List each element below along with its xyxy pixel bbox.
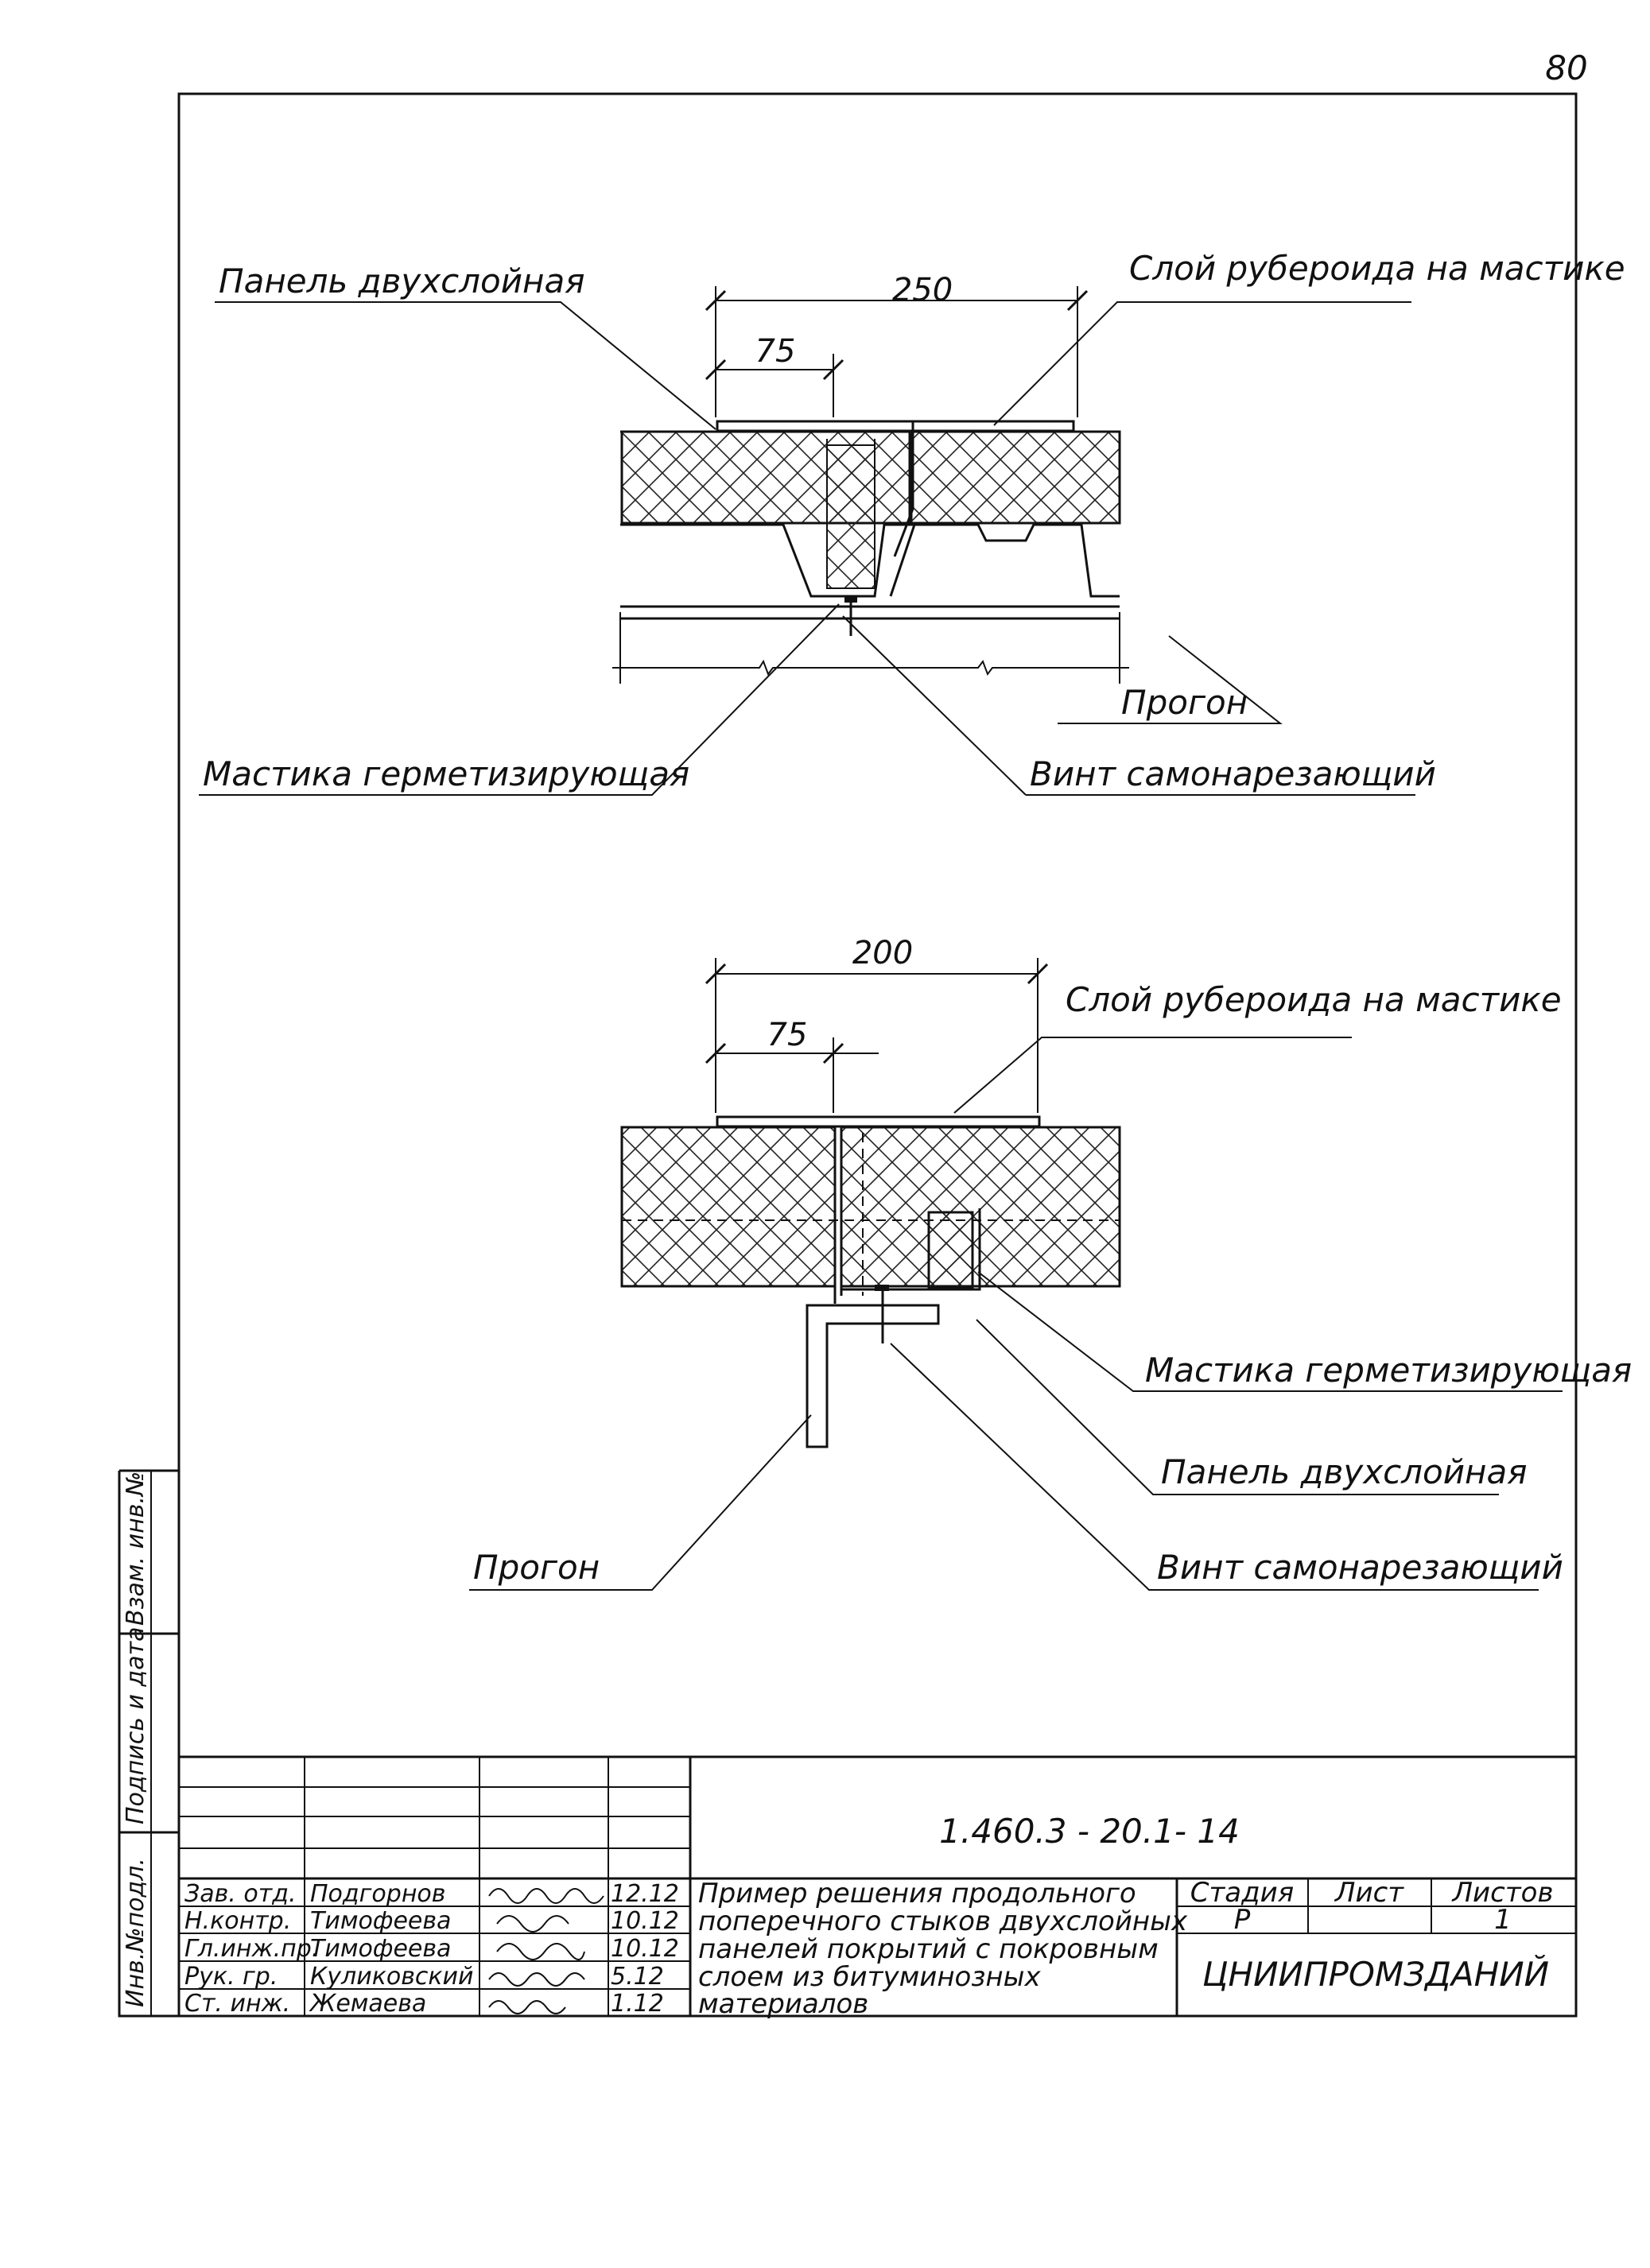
stamp-sign-date: Подпись и дата (122, 1627, 149, 1825)
date-5: 1.12 (611, 1990, 664, 2018)
label-panel-1: Панель двухслойная (219, 262, 584, 300)
dim-part-1: 75 (755, 333, 796, 370)
dim-part-2: 75 (767, 1017, 808, 1053)
doc-code: 1.460.3 - 20.1- 14 (939, 1812, 1240, 1851)
purlin-1 (620, 605, 1120, 620)
role-5: Ст. инж. (184, 1990, 290, 2018)
label-purlin-2: Прогон (473, 1548, 600, 1587)
role-3: Гл.инж.пр. (184, 1935, 319, 1963)
organization: ЦНИИПРОМЗДАНИЙ (1202, 1954, 1549, 1994)
purlin-2 (806, 1304, 940, 1448)
label-panel-2: Панель двухслойная (1161, 1452, 1527, 1491)
detail-1: 250 75 Панель двухслойная Слой рубероида… (199, 249, 1625, 796)
stamp-inv-orig: Инв.№подл. (122, 1858, 149, 2007)
title-block: 1.460.3 - 20.1- 14 Зав. отд. Подгорнов 1… (179, 1755, 1576, 2020)
label-roofing-1: Слой рубероида на мастике (1129, 249, 1625, 288)
mastic-joint-2 (927, 1211, 974, 1289)
sheets-value: 1 (1494, 1904, 1512, 1936)
profiled-sheet (620, 523, 1120, 598)
role-2: Н.контр. (184, 1907, 291, 1935)
panel-right-insulation (910, 430, 1121, 525)
stage-header: Стадия (1190, 1877, 1294, 1909)
title-line-2: поперечного стыков двухслойных (698, 1906, 1188, 1937)
signature-5 (488, 2000, 566, 2014)
date-4: 5.12 (611, 1963, 664, 1991)
label-purlin-1: Прогон (1121, 683, 1248, 722)
sheet-frame (177, 92, 1578, 2018)
roofing-layer-1 (716, 420, 1075, 432)
title-line-5: материалов (698, 1988, 868, 2020)
label-screw-1: Винт самонарезающий (1030, 754, 1436, 793)
sheets-header: Листов (1450, 1877, 1553, 1909)
title-line-3: панелей покрытий с покровным (698, 1933, 1159, 1965)
name-5: Жемаева (309, 1990, 426, 2018)
label-roofing-2: Слой рубероида на мастике (1066, 980, 1562, 1019)
stamp-replaced: Взам. инв.№ (122, 1471, 149, 1626)
dim-total-2: 200 (852, 935, 913, 971)
sheet-header: Лист (1334, 1877, 1404, 1909)
date-1: 12.12 (611, 1880, 679, 1908)
label-mastic-1: Мастика герметизирующая (203, 754, 689, 793)
name-1: Подгорнов (310, 1880, 445, 1908)
roofing-layer-2 (716, 1115, 1041, 1128)
name-4: Куликовский (310, 1963, 474, 1991)
title-line-4: слоем из битуминозных (698, 1961, 1042, 1993)
page-number: 80 (1545, 48, 1587, 87)
date-2: 10.12 (611, 1907, 679, 1935)
label-mastic-2: Мастика герметизирующая (1145, 1351, 1632, 1390)
signature-4 (488, 1972, 585, 1987)
dim-total-1: 250 (892, 272, 953, 308)
date-3: 10.12 (611, 1935, 679, 1963)
role-1: Зав. отд. (184, 1880, 296, 1908)
name-3: Тимофеева (310, 1935, 451, 1963)
panel-left-insulation-2 (620, 1126, 837, 1288)
signature-1 (488, 1888, 604, 1904)
stage-value: Р (1234, 1904, 1251, 1936)
signature-2 (496, 1915, 569, 1933)
role-4: Рук. гр. (184, 1963, 278, 1991)
detail-2: 200 75 Слой рубероида на мастике Мастика… (469, 935, 1632, 1591)
signature-3 (496, 1943, 585, 1960)
label-screw-2: Винт самонарезающий (1157, 1548, 1563, 1587)
mastic-joint-1 (826, 444, 875, 589)
side-stamp: Инв.№подл. Подпись и дата Взам. инв.№ (118, 1469, 179, 2018)
name-2: Тимофеева (310, 1907, 451, 1935)
title-line-1: Пример решения продольного (698, 1878, 1136, 1909)
